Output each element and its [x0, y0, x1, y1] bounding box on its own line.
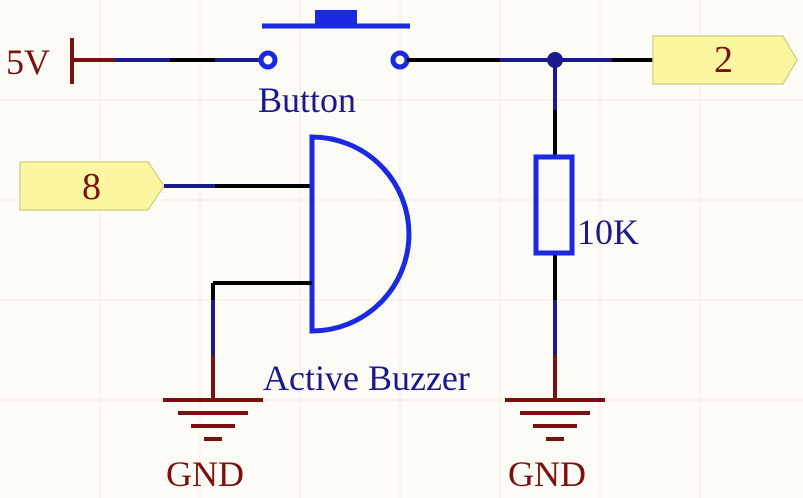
power-symbol-5v	[70, 38, 115, 84]
wire-buzzer-to-gnd	[211, 281, 312, 400]
push-button-symbol	[258, 10, 410, 70]
ground-symbol-right	[505, 398, 605, 441]
port-8: 8	[19, 161, 165, 211]
gnd-left-label: GND	[166, 454, 244, 494]
port-2: 2	[652, 35, 798, 85]
resistor-label: 10K	[577, 212, 639, 252]
port-8-label: 8	[82, 166, 101, 208]
power-label: 5V	[6, 42, 50, 82]
buzzer-symbol	[309, 134, 412, 334]
button-label: Button	[258, 80, 356, 120]
gnd-right-label: GND	[508, 454, 586, 494]
buzzer-label: Active Buzzer	[263, 358, 470, 398]
ground-symbol-left	[163, 398, 263, 441]
resistor-symbol	[533, 154, 575, 256]
port-2-label: 2	[714, 39, 733, 81]
